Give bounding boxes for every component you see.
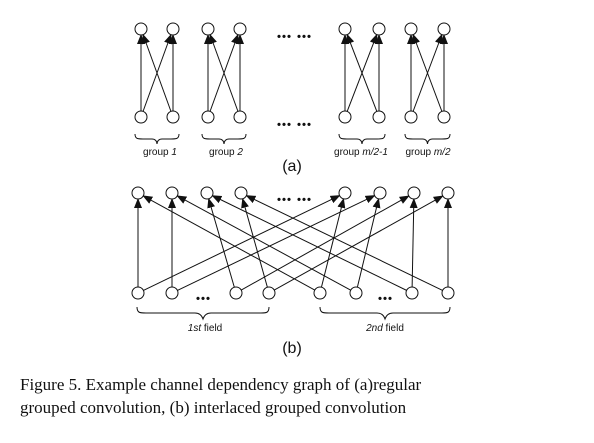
input-channel-node [405,286,419,300]
figure-caption: Figure 5. Example channel dependency gra… [20,373,580,419]
group-label-m-half: group m/2 [405,147,450,158]
interlaced-edges [134,195,452,291]
group-brace [134,133,180,145]
output-channel-node [234,186,248,200]
ellipsis-top-b: ... ... [277,184,312,206]
input-channel-node [229,286,243,300]
group-label-m-half-minus-1: group m/2-1 [334,147,388,158]
input-channel-node [233,110,247,124]
output-channel-node [404,22,418,36]
subfigure-label-a: (a) [282,158,302,175]
output-channel-node [373,186,387,200]
dependency-edge [320,197,346,288]
input-channel-node [441,286,455,300]
regular-group-edges [137,33,448,112]
input-channel-node [404,110,418,124]
ellipsis-bottom-a: ... ... [277,109,312,131]
group-brace [201,133,247,145]
output-channel-node [372,22,386,36]
input-channel-node [349,286,363,300]
dependency-edge [142,33,172,112]
interlaced-nodes [131,186,455,300]
output-channel-node [134,22,148,36]
dependency-edge [177,195,376,291]
input-channel-node [166,110,180,124]
input-channel-node [372,110,386,124]
ellipsis-bottom-b-right: ... [378,283,393,305]
input-channel-node [131,286,145,300]
input-channel-node [313,286,327,300]
subfigure-label-b: (b) [282,340,302,357]
interlaced-grouped-graph: ... ... ... ... 1st field 2nd field (b) [131,184,455,357]
regular-group-nodes [134,22,451,124]
group-brace [338,133,386,145]
input-channel-node [134,110,148,124]
group-label-1: group 1 [143,147,177,158]
first-field-brace [136,306,270,321]
dependency-edge [409,197,418,288]
group-brace [404,133,451,145]
output-channel-node [233,22,247,36]
output-channel-node [338,186,352,200]
input-channel-node [437,110,451,124]
ellipsis-bottom-b-left: ... [196,283,211,305]
output-channel-node [437,22,451,36]
dependency-edge [211,195,407,291]
dependency-edge [142,195,315,291]
caption-line-1: Figure 5. Example channel dependency gra… [20,375,422,394]
dependency-edge [143,195,341,291]
regular-grouped-graph: ... ... ... ... group 1 group 2 group m/… [134,21,451,175]
output-channel-node [338,22,352,36]
group-label-2: group 2 [209,147,243,158]
dependency-edge [176,195,351,291]
output-channel-node [407,186,421,200]
output-channel-node [165,186,179,200]
output-channel-node [441,186,455,200]
output-channel-node [166,22,180,36]
dependency-edge [273,195,444,291]
input-channel-node [201,110,215,124]
dependency-edge [356,197,381,288]
dependency-edge [241,197,268,288]
regular-group-braces [134,133,451,145]
caption-line-2: grouped convolution, (b) interlaced grou… [20,398,407,417]
input-channel-node [338,110,352,124]
input-channel-node [165,286,179,300]
second-field-brace [319,306,451,321]
dependency-edge [346,33,378,112]
input-channel-node [262,286,276,300]
output-channel-node [201,22,215,36]
ellipsis-top-a: ... ... [277,21,312,43]
dependency-edge [207,197,235,288]
dependency-edge [245,195,443,291]
first-field-label: 1st field [188,323,222,334]
dependency-edge [209,33,239,112]
second-field-label: 2nd field [365,323,404,334]
output-channel-node [131,186,145,200]
dependency-edge [240,195,410,291]
output-channel-node [200,186,214,200]
dependency-edge [412,33,443,112]
